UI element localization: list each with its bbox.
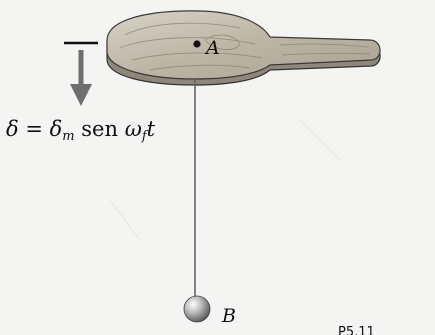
label-point-b: B bbox=[222, 305, 236, 327]
eq-omega-sub: f bbox=[141, 129, 147, 144]
displacement-equation: δ = δm sen ωft bbox=[6, 117, 155, 144]
wood-grain bbox=[119, 22, 371, 71]
eq-delta: δ bbox=[49, 117, 63, 141]
figure-caption: P5.11 bbox=[338, 325, 375, 335]
eq-equals: = bbox=[18, 117, 50, 141]
eq-lhs: δ bbox=[6, 117, 19, 141]
eq-var-t: t bbox=[146, 117, 156, 141]
paddle bbox=[106, 10, 381, 80]
eq-omega: ω bbox=[124, 117, 142, 141]
eq-func: sen bbox=[74, 117, 125, 141]
label-point-a: A bbox=[206, 37, 220, 59]
point-a-dot bbox=[193, 40, 201, 48]
arrow-head bbox=[70, 84, 92, 106]
pendulum-bob bbox=[183, 295, 211, 323]
eq-delta-sub: m bbox=[62, 129, 75, 144]
